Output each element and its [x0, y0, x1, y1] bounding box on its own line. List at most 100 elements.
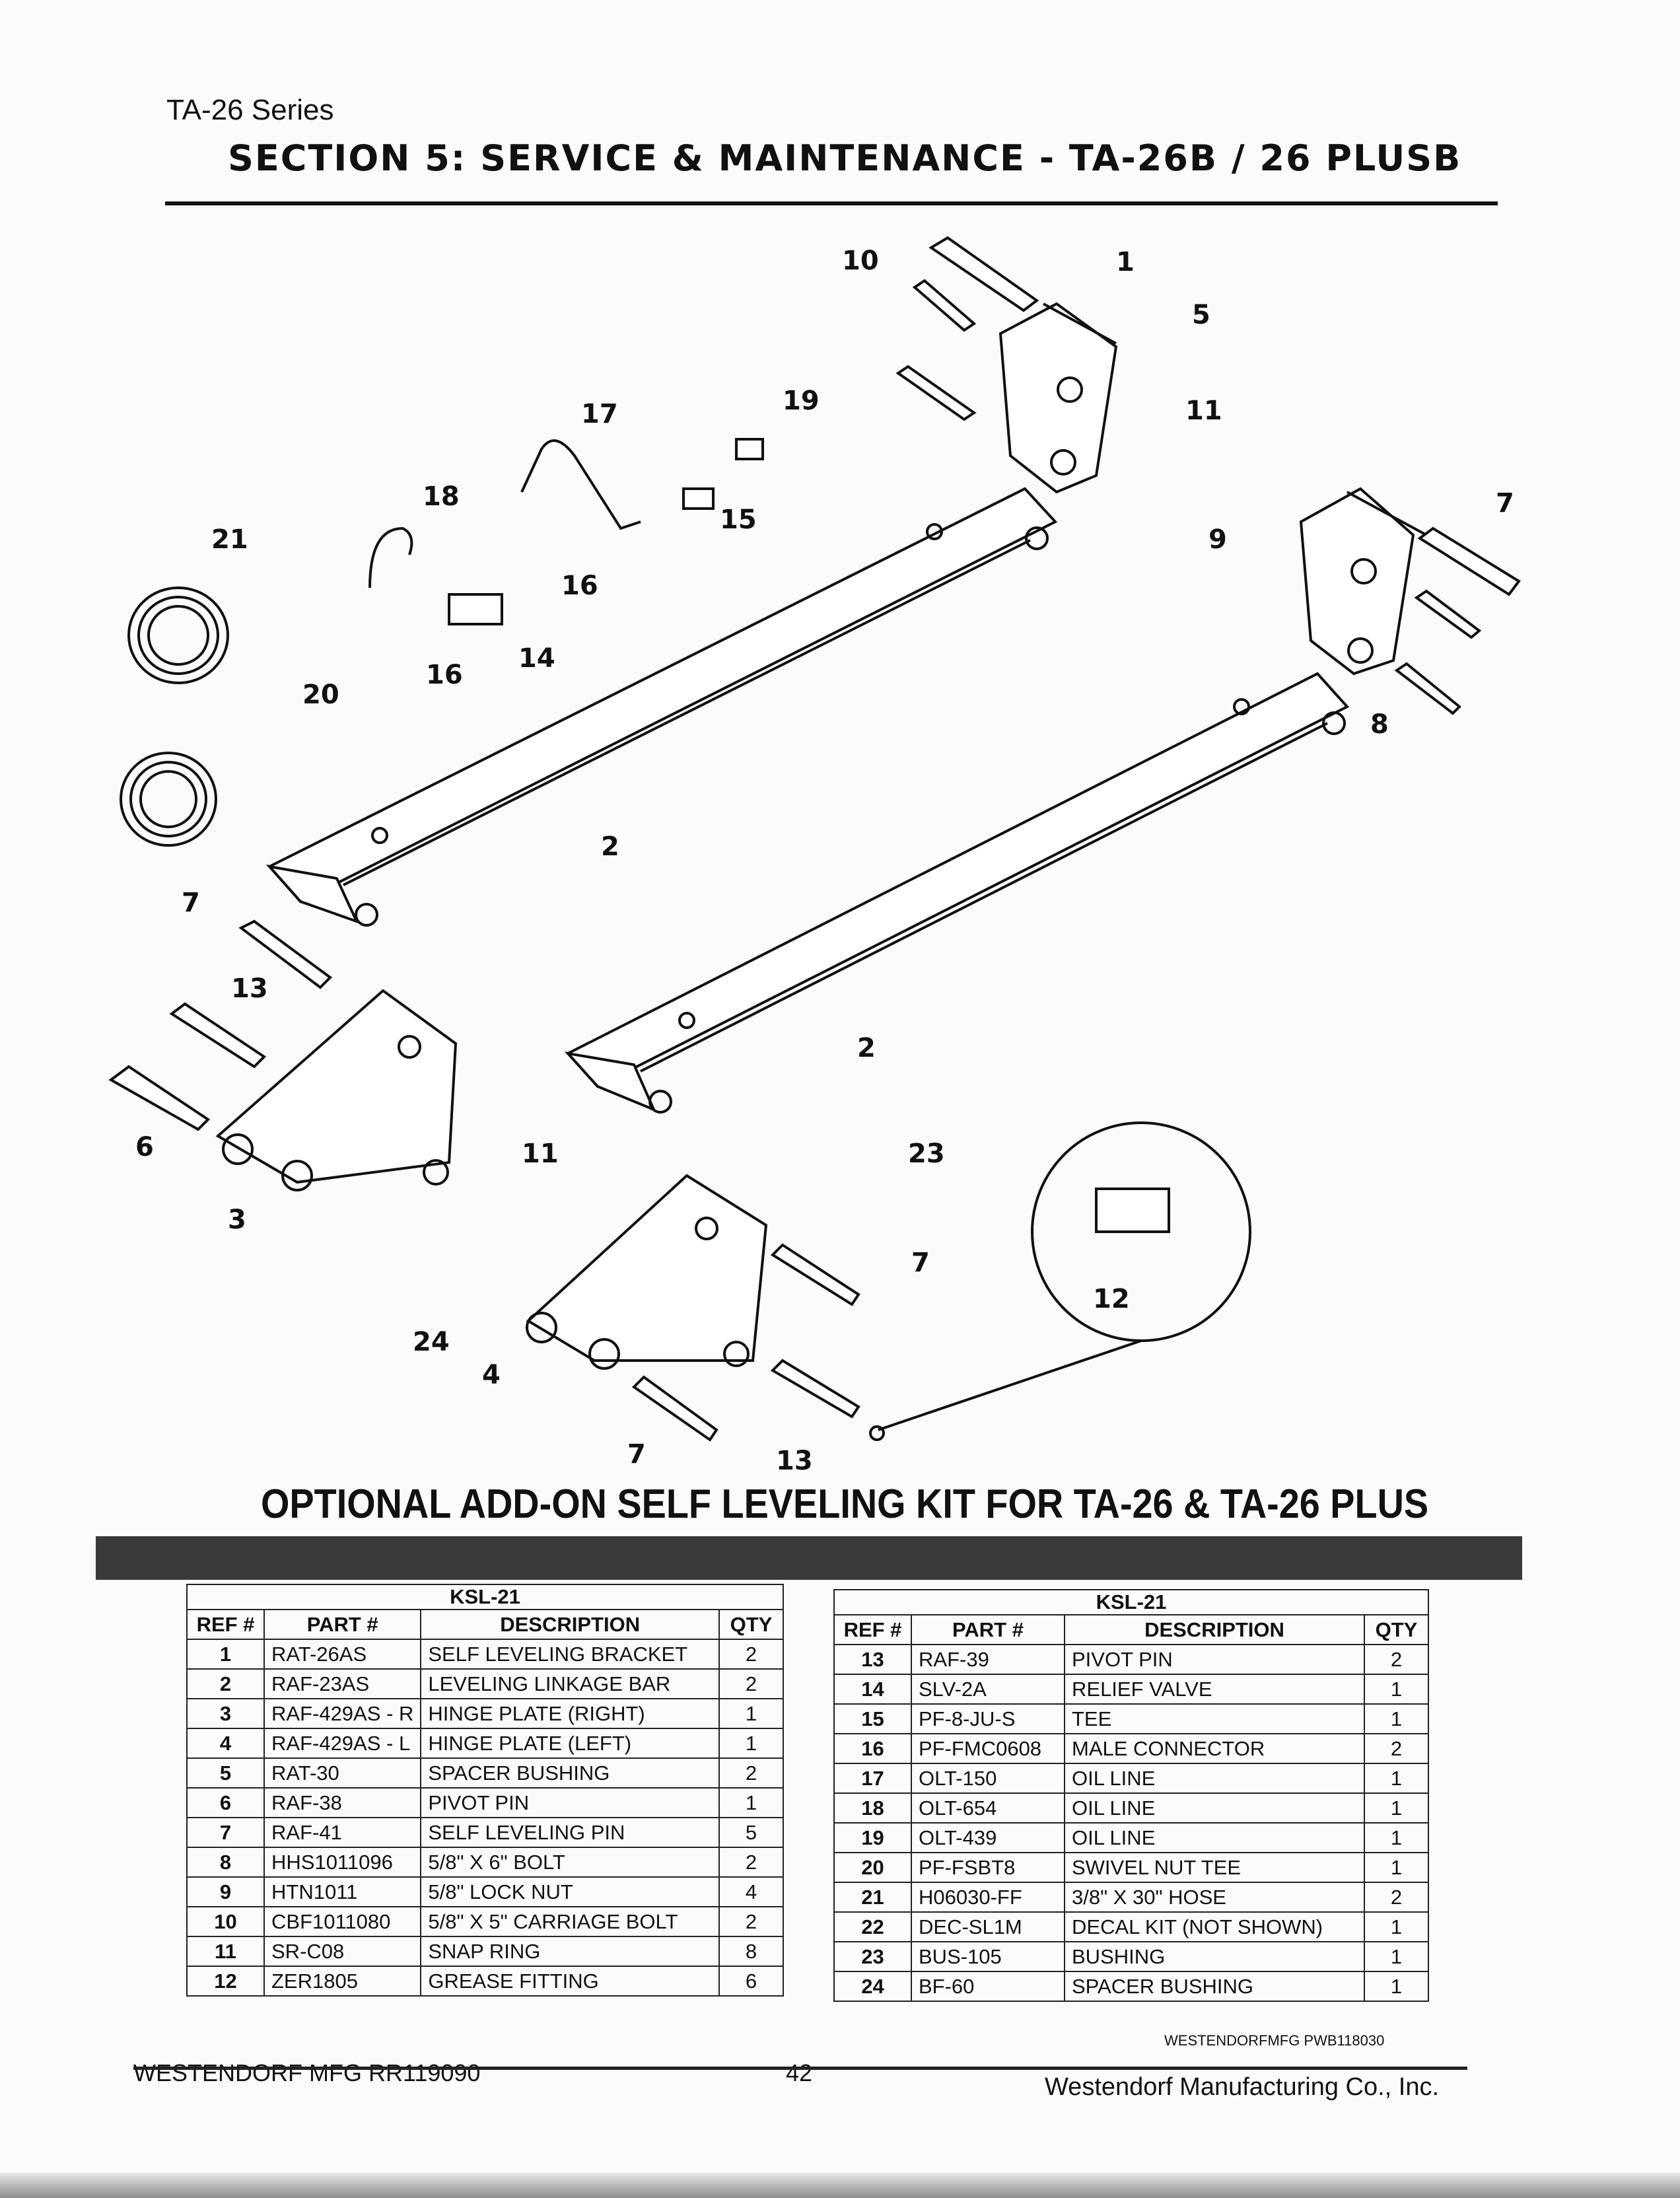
- footer-company: Westendorf Manufacturing Co., Inc.: [1045, 2073, 1440, 2101]
- hinge-plate-right: [215, 989, 458, 1191]
- kit-title: OPTIONAL ADD-ON SELF LEVELING KIT FOR TA…: [261, 1481, 1429, 1527]
- callout-12: 12: [1093, 1284, 1130, 1314]
- qty-cell: 2: [1364, 1882, 1429, 1913]
- title-divider: [165, 201, 1498, 205]
- qty-cell: 1: [1364, 1674, 1429, 1705]
- kit-name: KSL-21: [833, 1589, 1429, 1615]
- callout-21: 21: [211, 524, 248, 555]
- ref-cell: 10: [186, 1906, 265, 1937]
- callout-9: 9: [1208, 524, 1227, 555]
- header-qty: QTY: [1364, 1614, 1429, 1645]
- ref-cell: 14: [833, 1674, 912, 1705]
- qty-cell: 1: [718, 1728, 784, 1759]
- qty-cell: 4: [718, 1876, 784, 1907]
- description-cell: SELF LEVELING PIN: [420, 1817, 720, 1848]
- callout-7: 7: [627, 1439, 646, 1470]
- part-cell: PF-8-JU-S: [911, 1703, 1065, 1734]
- ref-cell: 24: [833, 1971, 912, 2002]
- qty-cell: 2: [718, 1906, 784, 1937]
- callout-24: 24: [413, 1327, 450, 1357]
- callout-11: 11: [522, 1139, 559, 1169]
- qty-cell: 2: [718, 1847, 784, 1878]
- description-cell: HINGE PLATE (RIGHT): [420, 1698, 720, 1729]
- description-cell: DECAL KIT (NOT SHOWN): [1064, 1911, 1365, 1942]
- ref-cell: 1: [186, 1639, 265, 1670]
- callout-20: 20: [302, 680, 339, 710]
- part-cell: RAF-429AS - R: [263, 1698, 422, 1729]
- description-cell: 5/8" X 6" BOLT: [420, 1847, 720, 1878]
- description-cell: OIL LINE: [1064, 1792, 1365, 1824]
- header-ref: REF #: [186, 1609, 265, 1640]
- callout-16: 16: [561, 571, 598, 601]
- part-cell: RAF-429AS - L: [263, 1728, 422, 1759]
- callout-17: 17: [581, 399, 618, 429]
- header-part: PART #: [263, 1609, 422, 1640]
- callout-11: 11: [1185, 396, 1222, 426]
- part-cell: PF-FSBT8: [911, 1852, 1065, 1883]
- ref-cell: 12: [186, 1966, 265, 1997]
- linkage-bar-lower: [564, 672, 1350, 1114]
- qty-cell: 2: [1364, 1733, 1429, 1764]
- description-cell: 5/8" X 5" CARRIAGE BOLT: [420, 1906, 720, 1937]
- callout-5: 5: [1192, 300, 1210, 330]
- qty-cell: 5: [718, 1817, 784, 1848]
- bolts: [108, 236, 1521, 1442]
- ref-cell: 9: [186, 1876, 265, 1907]
- ref-cell: 3: [186, 1698, 265, 1729]
- qty-cell: 6: [718, 1966, 784, 1997]
- part-cell: BF-60: [911, 1971, 1065, 2002]
- ref-cell: 7: [186, 1817, 265, 1848]
- callout-13: 13: [231, 974, 268, 1004]
- part-cell: SR-C08: [263, 1936, 422, 1967]
- description-cell: HINGE PLATE (LEFT): [420, 1728, 720, 1759]
- part-cell: CBF1011080: [263, 1906, 422, 1937]
- oil-lines: [368, 438, 764, 625]
- section-title: SECTION 5: SERVICE & MAINTENANCE - TA-26…: [228, 137, 1462, 179]
- linkage-bar-upper: [265, 487, 1058, 927]
- description-cell: SELF LEVELING BRACKET: [420, 1639, 720, 1670]
- callout-13: 13: [776, 1446, 813, 1476]
- page-number: 42: [786, 2059, 813, 2086]
- callout-7: 7: [911, 1248, 930, 1278]
- description-cell: 3/8" X 30" HOSE: [1064, 1882, 1365, 1913]
- description-cell: PIVOT PIN: [420, 1787, 720, 1818]
- description-cell: SPACER BUSHING: [1064, 1971, 1365, 2002]
- part-cell: SLV-2A: [911, 1674, 1065, 1705]
- callout-1: 1: [1116, 247, 1135, 277]
- qty-cell: 1: [1364, 1763, 1429, 1794]
- grease-fitting-detail: [869, 1121, 1251, 1441]
- callout-8: 8: [1370, 709, 1389, 740]
- document-ref-code: WESTENDORFMFG PWB118030: [1164, 2032, 1385, 2049]
- description-cell: LEVELING LINKAGE BAR: [420, 1668, 720, 1699]
- qty-cell: 1: [1364, 1792, 1429, 1824]
- description-cell: OIL LINE: [1064, 1822, 1365, 1853]
- scan-edge-shadow: [0, 2173, 1680, 2198]
- callout-16: 16: [426, 660, 463, 690]
- ref-cell: 2: [186, 1668, 265, 1699]
- callout-3: 3: [228, 1205, 246, 1235]
- qty-cell: 2: [718, 1639, 784, 1670]
- footer-doc-code: WESTENDORF MFG RR119090: [133, 2059, 481, 2086]
- ref-cell: 13: [833, 1644, 912, 1675]
- self-leveling-bracket-right: [1299, 487, 1427, 676]
- exploded-parts-diagram: 1 2 2 3 4 5 6 7 7 7 7 8 9 10 11 11 12 13…: [108, 236, 1521, 1476]
- callout-10: 10: [842, 246, 879, 276]
- ref-cell: 8: [186, 1847, 265, 1878]
- part-cell: OLT-150: [911, 1763, 1065, 1794]
